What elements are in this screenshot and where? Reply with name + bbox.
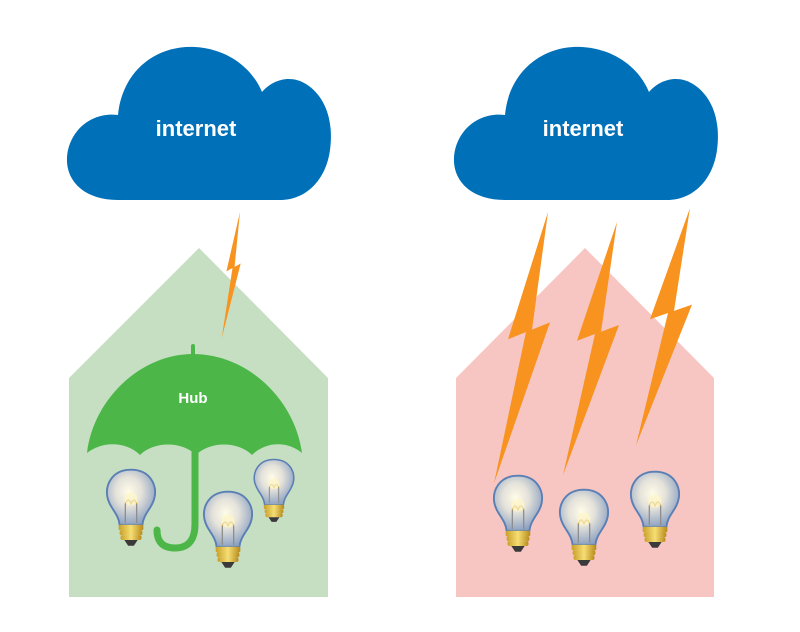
cloud-label: internet: [543, 116, 624, 141]
right-internet-cloud: internet: [453, 46, 718, 200]
left-scene: internet Hub: [66, 46, 331, 597]
hub-umbrella: Hub: [87, 344, 302, 552]
right-scene: internet: [453, 46, 718, 597]
left-internet-cloud: internet: [66, 46, 331, 200]
cloud-label: internet: [156, 116, 237, 141]
hub-label: Hub: [178, 390, 207, 407]
cloud-icon: [66, 46, 331, 200]
cloud-icon: [453, 46, 718, 200]
umbrella-handle: [153, 448, 199, 552]
umbrella-icon: [87, 354, 302, 455]
